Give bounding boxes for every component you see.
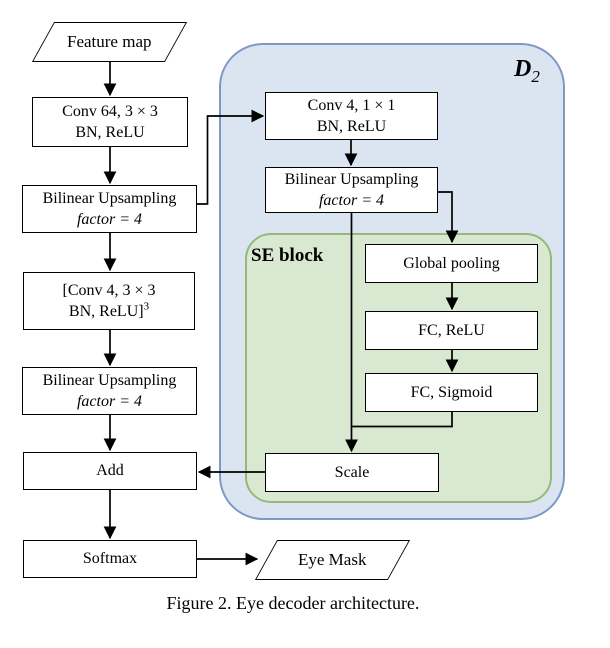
conv4-stack-exponent: 3 xyxy=(143,300,150,313)
scale-label: Scale xyxy=(334,463,370,481)
conv4-stack-line1: [Conv 4, 3 × 3 xyxy=(62,281,156,299)
bilinear3-factor: factor = 4 xyxy=(318,192,384,209)
add-label: Add xyxy=(96,462,124,480)
node-scale: Scale xyxy=(265,453,439,492)
node-conv4-3x3-stack: [Conv 4, 3 × 3 BN, ReLU]3 xyxy=(23,272,195,330)
d2-label-subscript: 2 xyxy=(531,66,540,86)
conv4-1x1-line1: Conv 4, 1 × 1 xyxy=(307,96,396,114)
global-pooling-label: Global pooling xyxy=(403,254,500,272)
bilinear2-line1: Bilinear Upsampling xyxy=(42,371,177,389)
node-add: Add xyxy=(23,452,197,490)
softmax-label: Softmax xyxy=(82,550,138,568)
d2-region-label: D2 xyxy=(514,56,540,86)
bilinear1-line1: Bilinear Upsampling xyxy=(42,189,177,207)
d2-label-base: D xyxy=(514,56,532,82)
node-bilinear-upsampling-1: Bilinear Upsampling factor = 4 xyxy=(22,185,197,233)
eye-mask-label: Eye Mask xyxy=(298,550,367,569)
node-fc-sigmoid: FC, Sigmoid xyxy=(365,373,538,412)
conv4-stack-line2-wrap: BN, ReLU]3 xyxy=(69,301,149,322)
node-conv64-3x3: Conv 64, 3 × 3 BN, ReLU xyxy=(32,97,188,147)
se-block-label: SE block xyxy=(251,245,324,266)
fc-sigmoid-label: FC, Sigmoid xyxy=(410,383,493,401)
bilinear1-factor: factor = 4 xyxy=(76,211,142,228)
node-feature-map: Feature map xyxy=(31,22,188,62)
node-conv4-1x1: Conv 4, 1 × 1 BN, ReLU xyxy=(265,92,438,140)
bilinear2-factor: factor = 4 xyxy=(76,393,142,410)
feature-map-label: Feature map xyxy=(67,32,152,51)
conv64-line1: Conv 64, 3 × 3 xyxy=(62,102,158,120)
conv4-stack-line2: BN, ReLU] xyxy=(68,303,144,320)
node-fc-relu: FC, ReLU xyxy=(365,311,538,350)
bilinear3-line1: Bilinear Upsampling xyxy=(284,170,419,188)
node-global-pooling: Global pooling xyxy=(365,244,538,283)
node-softmax: Softmax xyxy=(23,540,197,578)
figure-caption: Figure 2. Eye decoder architecture. xyxy=(166,593,420,613)
node-bilinear-upsampling-2: Bilinear Upsampling factor = 4 xyxy=(22,367,197,415)
node-eye-mask: Eye Mask xyxy=(254,540,411,580)
conv4-1x1-line2: BN, ReLU xyxy=(316,118,387,135)
fc-relu-label: FC, ReLU xyxy=(418,321,485,339)
conv64-line2: BN, ReLU xyxy=(75,124,145,141)
node-bilinear-upsampling-3: Bilinear Upsampling factor = 4 xyxy=(265,167,438,213)
